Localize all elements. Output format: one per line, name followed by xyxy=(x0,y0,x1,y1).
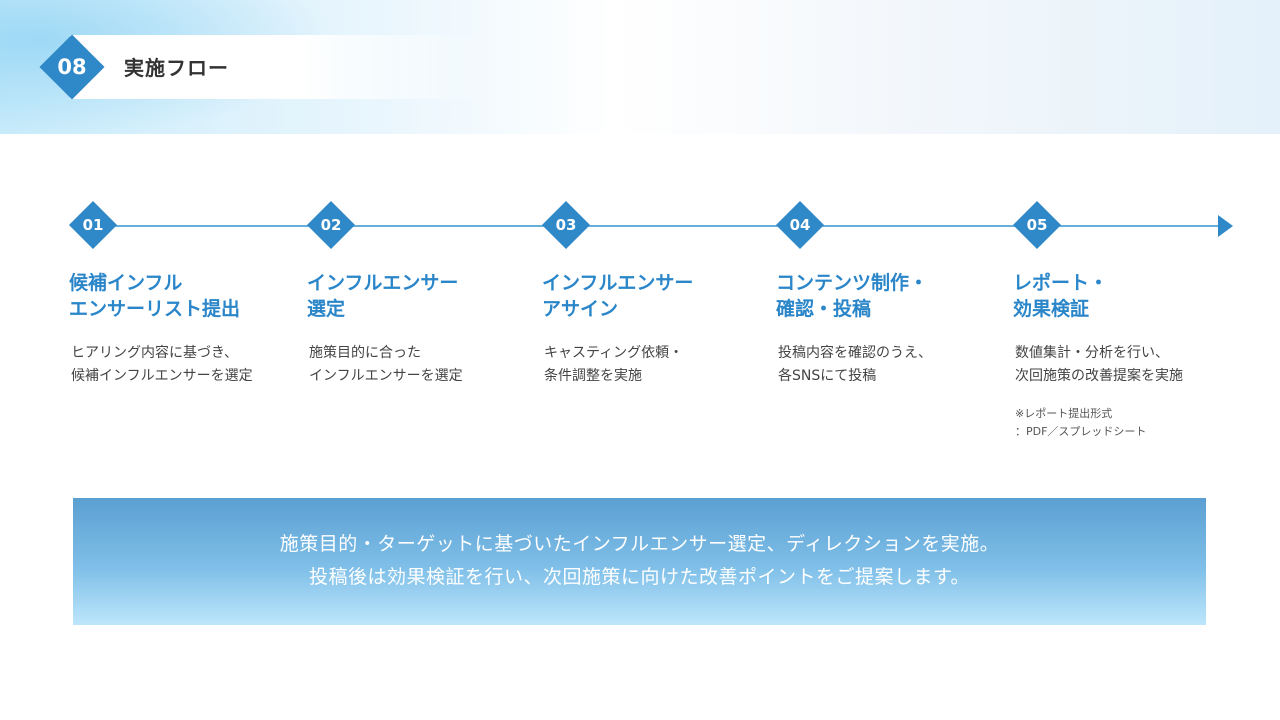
step-description: キャスティング依頼・ 条件調整を実施 xyxy=(544,342,774,388)
step-title: インフルエンサー 選定 xyxy=(307,270,537,322)
step-description: 投稿内容を確認のうえ、 各SNSにて投稿 xyxy=(778,342,1008,388)
step-desc-line: 条件調整を実施 xyxy=(544,368,642,384)
step-title-line: コンテンツ制作・ xyxy=(776,272,929,294)
step-title-line: 効果検証 xyxy=(1013,298,1090,320)
step-marker: 03 xyxy=(541,200,591,250)
step-title-line: 確認・投稿 xyxy=(776,298,872,320)
page-title: 実施フロー xyxy=(124,56,229,80)
step-desc-line: 次回施策の改善提案を実施 xyxy=(1015,368,1183,384)
step-title: コンテンツ制作・ 確認・投稿 xyxy=(776,270,1006,322)
timeline-line xyxy=(92,225,1222,227)
step-number: 05 xyxy=(1026,216,1048,234)
page-number: 08 xyxy=(57,55,87,79)
step-marker: 05 xyxy=(1012,200,1062,250)
step-note: ※レポート提出形式 ：PDF／スプレッドシート xyxy=(1015,405,1245,441)
step-desc-line: インフルエンサーを選定 xyxy=(309,368,463,384)
step-note-line: ：PDF／スプレッドシート xyxy=(1015,425,1147,438)
summary-text: 施策目的・ターゲットに基づいたインフルエンサー選定、ディレクションを実施。 投稿… xyxy=(73,528,1206,594)
step-desc-line: キャスティング依頼・ xyxy=(544,345,684,361)
step-desc-line: 数値集計・分析を行い、 xyxy=(1015,345,1169,361)
step-desc-line: 投稿内容を確認のうえ、 xyxy=(778,345,932,361)
step-marker: 04 xyxy=(775,200,825,250)
summary-box: 施策目的・ターゲットに基づいたインフルエンサー選定、ディレクションを実施。 投稿… xyxy=(73,498,1206,625)
step-desc-line: 施策目的に合った xyxy=(309,345,421,361)
step-title-line: エンサーリスト提出 xyxy=(69,298,241,320)
step-number: 04 xyxy=(789,216,811,234)
summary-line: 投稿後は効果検証を行い、次回施策に向けた改善ポイントをご提案します。 xyxy=(308,566,971,588)
step-title: レポート・ 効果検証 xyxy=(1013,270,1243,322)
timeline-arrow-icon xyxy=(1218,215,1233,237)
page-number-badge: 08 xyxy=(39,34,105,100)
step-title-line: 選定 xyxy=(307,298,346,320)
step-number: 02 xyxy=(320,216,342,234)
step-title-line: インフルエンサー xyxy=(542,272,694,294)
step-number: 01 xyxy=(82,216,104,234)
step-description: 施策目的に合った インフルエンサーを選定 xyxy=(309,342,539,388)
step-note-line: ※レポート提出形式 xyxy=(1015,407,1113,420)
step-description: ヒアリング内容に基づき、 候補インフルエンサーを選定 xyxy=(71,342,301,388)
step-title-line: インフルエンサー xyxy=(307,272,459,294)
step-desc-line: 候補インフルエンサーを選定 xyxy=(71,368,253,384)
step-title-line: アサイン xyxy=(542,298,619,320)
step-title-line: レポート・ xyxy=(1013,272,1109,294)
step-number: 03 xyxy=(555,216,577,234)
step-title: 候補インフル エンサーリスト提出 xyxy=(69,270,299,322)
step-description: 数値集計・分析を行い、 次回施策の改善提案を実施 xyxy=(1015,342,1245,388)
step-title-line: 候補インフル xyxy=(69,272,183,294)
title-band xyxy=(70,35,490,99)
step-desc-line: 各SNSにて投稿 xyxy=(778,368,877,384)
summary-line: 施策目的・ターゲットに基づいたインフルエンサー選定、ディレクションを実施。 xyxy=(279,533,1000,555)
step-marker: 01 xyxy=(68,200,118,250)
step-desc-line: ヒアリング内容に基づき、 xyxy=(71,345,239,361)
step-marker: 02 xyxy=(306,200,356,250)
step-title: インフルエンサー アサイン xyxy=(542,270,772,322)
